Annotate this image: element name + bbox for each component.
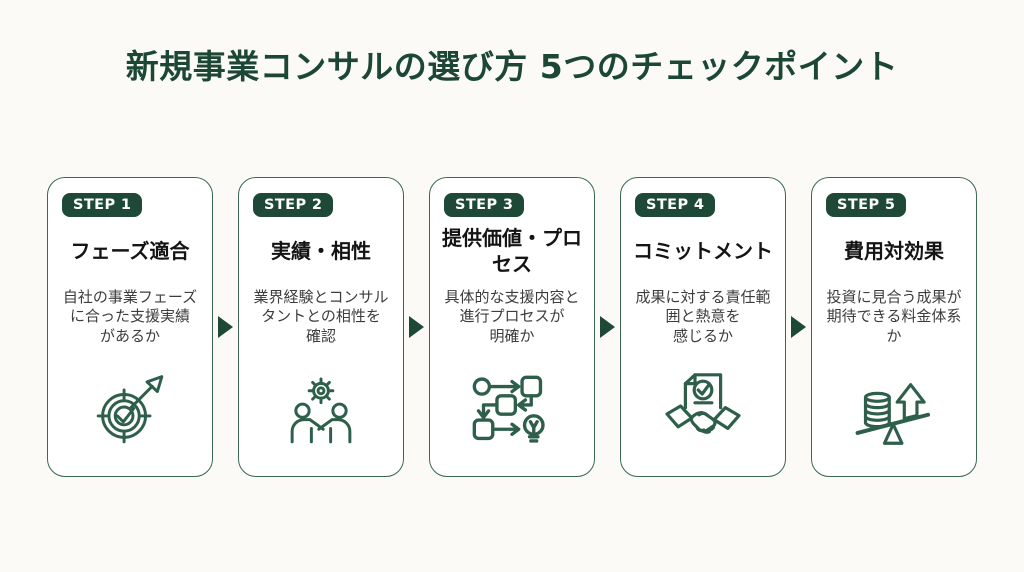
step-title: フェーズ適合 [70, 239, 190, 264]
step-card-3: STEP 3 提供価値・プロ セス 具体的な支援内容と 進行プロセスが 明確か [429, 177, 595, 478]
step-card-4: STEP 4 コミットメント 成果に対する責任範 囲と熱意を 感じるか [620, 177, 786, 478]
step-title: 提供価値・プロ セス [442, 226, 582, 277]
step-description: 自社の事業フェーズ に合った支援実績 があるか [62, 288, 198, 345]
step-badge: STEP 4 [635, 193, 716, 218]
process-flowchart-lightbulb-icon [430, 350, 594, 476]
cost-balance-arrow-icon [812, 350, 976, 476]
page-title: 新規事業コンサルの選び方 5つのチェックポイント [125, 47, 899, 86]
step-arrow-icon [791, 316, 806, 339]
handshake-gear-icon [239, 350, 403, 476]
step-title: 実績・相性 [271, 239, 371, 264]
step-card-1: STEP 1 フェーズ適合 自社の事業フェーズ に合った支援実績 があるか [47, 177, 213, 478]
target-arrow-check-icon [48, 350, 212, 476]
step-arrow-icon [600, 316, 615, 339]
step-description: 具体的な支援内容と 進行プロセスが 明確か [444, 288, 580, 345]
step-title: 費用対効果 [844, 239, 944, 264]
steps-row: STEP 1 フェーズ適合 自社の事業フェーズ に合った支援実績 があるか [0, 177, 1024, 478]
step-card-2: STEP 2 実績・相性 業界経験とコンサル タントとの相性を 確認 [238, 177, 404, 478]
step-badge: STEP 3 [444, 193, 525, 218]
step-badge: STEP 5 [826, 193, 907, 218]
step-arrow-icon [409, 316, 424, 339]
step-badge: STEP 1 [62, 193, 143, 218]
contract-handshake-icon [621, 350, 785, 476]
infographic-canvas: 新規事業コンサルの選び方 5つのチェックポイント STEP 1 フェーズ適合 自… [0, 46, 1024, 572]
step-description: 業界経験とコンサル タントとの相性を 確認 [253, 288, 389, 345]
step-description: 投資に見合う成果が 期待できる料金体系 か [826, 288, 962, 345]
step-arrow-icon [218, 316, 233, 339]
step-title: コミットメント [633, 239, 773, 264]
step-badge: STEP 2 [253, 193, 334, 218]
step-description: 成果に対する責任範 囲と熱意を 感じるか [635, 288, 771, 345]
step-card-5: STEP 5 費用対効果 投資に見合う成果が 期待できる料金体系 か [811, 177, 977, 478]
